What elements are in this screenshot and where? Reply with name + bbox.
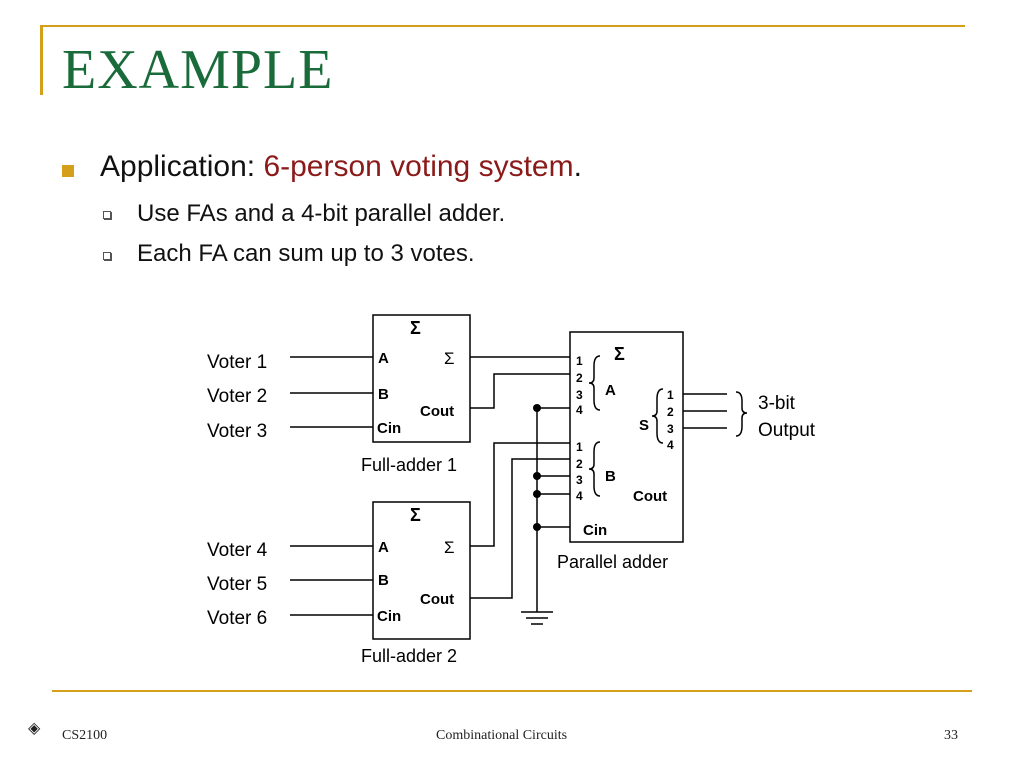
sub-bullet-2: Each FA can sum up to 3 votes. <box>137 240 475 267</box>
footer-course: CS2100 <box>62 728 108 743</box>
diamond-bullet-icon: ◈ <box>28 718 41 737</box>
fa2-pin-a: A <box>378 539 389 556</box>
brace-b <box>588 441 601 497</box>
footer-page-number: 33 <box>944 728 958 743</box>
fa2-pin-cout: Cout <box>420 591 454 608</box>
pa-s-label: S <box>639 417 649 434</box>
fa1-pin-b: B <box>378 386 389 403</box>
sub-bullet-1: Use FAs and a 4-bit parallel adder. <box>137 200 506 227</box>
voter-4-label: Voter 4 <box>207 540 268 561</box>
pa-a-label: A <box>605 382 616 399</box>
pa-sigma-title: Σ <box>614 344 625 364</box>
fa1-sigma-out: Σ <box>444 349 455 368</box>
pa-s-pin-3: 3 <box>667 422 674 436</box>
voter-6-label: Voter 6 <box>207 608 267 629</box>
fa1-pin-cout: Cout <box>420 403 454 420</box>
brace-s <box>651 388 664 444</box>
voter-3-label: Voter 3 <box>207 421 267 442</box>
pa-b-pin-1: 1 <box>576 440 583 454</box>
pa-b-pin-3: 3 <box>576 473 583 487</box>
voter-5-label: Voter 5 <box>207 574 267 595</box>
parallel-adder-box <box>569 331 684 543</box>
pa-a-pin-3: 3 <box>576 388 583 402</box>
footer-rule <box>52 690 972 692</box>
pa-cin-label: Cin <box>583 522 607 539</box>
voter-1-label: Voter 1 <box>207 352 267 373</box>
bullet-highlight: 6-person voting system <box>263 150 574 183</box>
footer-topic: Combinational Circuits <box>436 728 568 743</box>
bullet-suffix: . <box>573 150 582 183</box>
brace-output <box>735 391 748 437</box>
brace-a <box>588 355 601 411</box>
full-adder-1-box <box>372 314 471 443</box>
pa-s-pin-2: 2 <box>667 405 674 419</box>
voter-2-label: Voter 2 <box>207 386 267 407</box>
pa-s-pin-1: 1 <box>667 388 674 402</box>
fa1-sigma-title: Σ <box>410 318 421 338</box>
sub-bullet-icon <box>103 252 111 260</box>
frame-vertical-accent <box>40 25 43 95</box>
pa-cout-label: Cout <box>633 488 667 505</box>
pa-b-label: B <box>605 468 616 485</box>
full-adder-2-box <box>372 501 471 640</box>
output-label-line1: 3-bit <box>758 393 796 414</box>
fa2-pin-cin: Cin <box>377 608 401 625</box>
fa2-sigma-out: Σ <box>444 538 455 557</box>
bullet-prefix: Application: <box>100 150 264 183</box>
pa-a-pin-1: 1 <box>576 354 583 368</box>
fa2-pin-b: B <box>378 572 389 589</box>
pa-caption: Parallel adder <box>557 552 668 572</box>
fa1-pin-cin: Cin <box>377 420 401 437</box>
output-label-line2: Output <box>758 420 816 441</box>
pa-b-pin-2: 2 <box>576 457 583 471</box>
pa-a-pin-2: 2 <box>576 371 583 385</box>
frame-top-rule <box>40 25 965 27</box>
fa1-caption: Full-adder 1 <box>361 455 457 475</box>
fa1-pin-a: A <box>378 350 389 367</box>
bullet-application: Application: 6-person voting system. <box>100 150 582 184</box>
sub-bullet-icon <box>103 211 111 219</box>
slide-title: EXAMPLE <box>62 39 334 101</box>
pa-a-pin-4: 4 <box>576 403 583 417</box>
bullet-square-icon <box>62 165 74 177</box>
fa2-caption: Full-adder 2 <box>361 646 457 666</box>
fa2-sigma-title: Σ <box>410 505 421 525</box>
pa-s-pin-4: 4 <box>667 438 674 452</box>
pa-b-pin-4: 4 <box>576 489 583 503</box>
